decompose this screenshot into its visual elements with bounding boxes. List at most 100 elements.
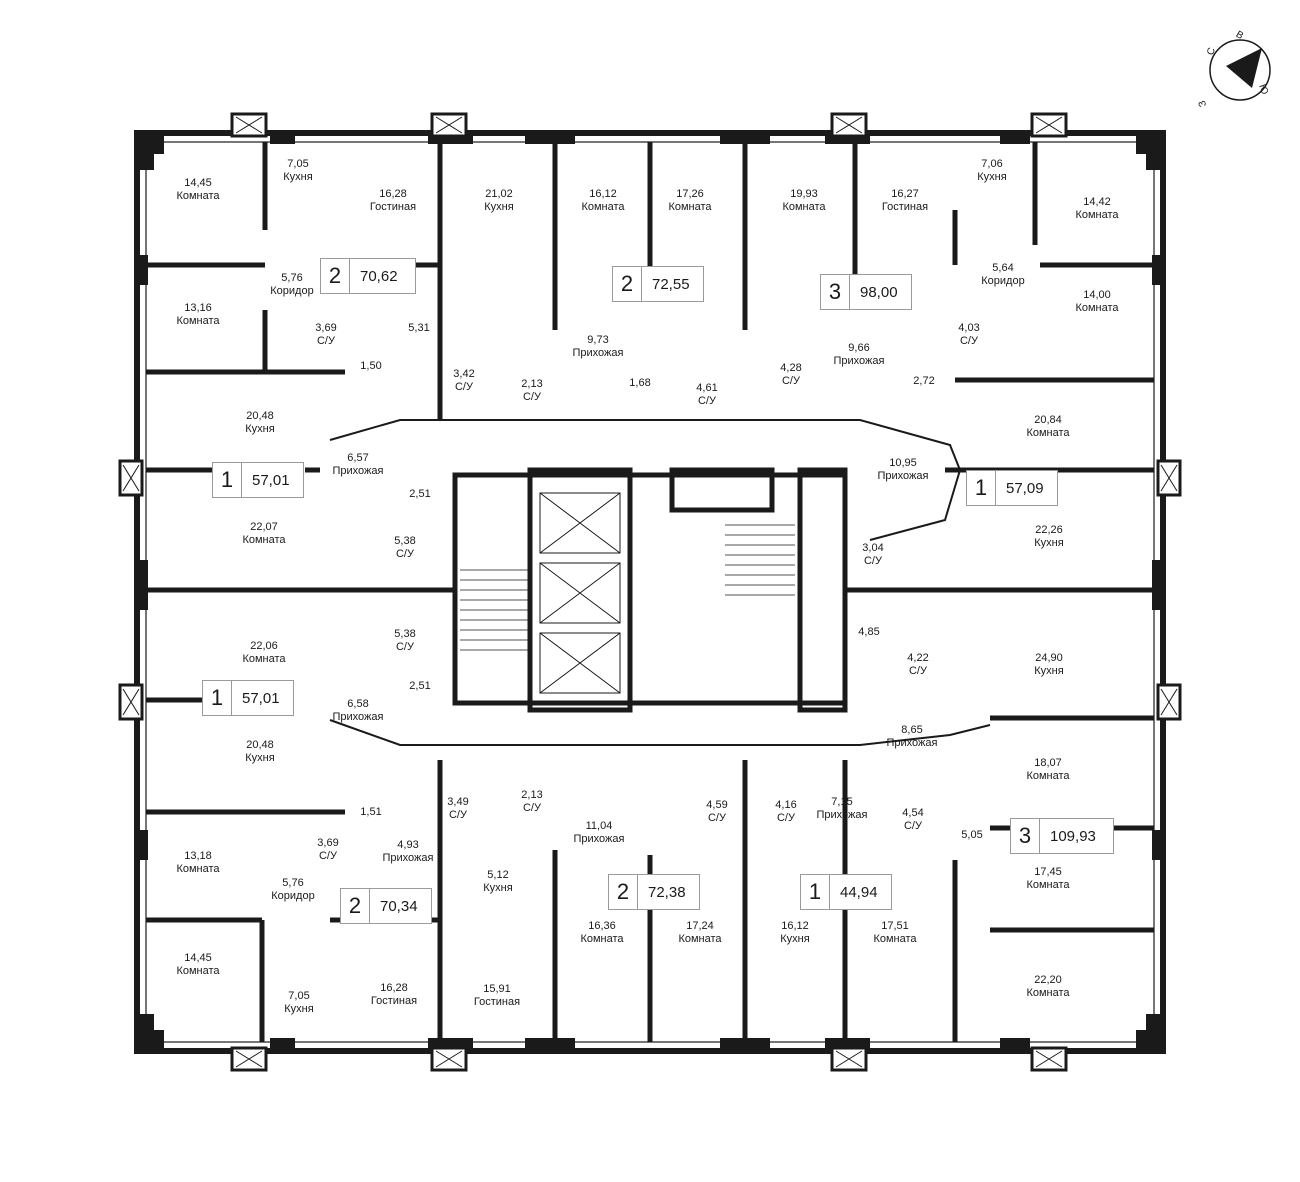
interior-walls [146,142,1154,1042]
apartment-rooms: 2 [609,875,638,909]
apartment-label: 1 57,09 [966,470,1058,506]
apartment-area: 109,93 [1050,827,1096,845]
apartment-rooms: 2 [341,889,370,923]
lift-shafts [539,492,621,694]
apartment-rooms: 3 [1011,819,1040,853]
room-label: 2,72 [913,375,935,387]
apartment-rooms: 1 [801,875,830,909]
room-label: 1,68 [629,377,651,389]
apartment-area: 57,09 [1006,479,1044,497]
apartment-label: 3 109,93 [1010,818,1114,854]
apartment-area: 98,00 [860,283,898,301]
stair-treads [460,524,795,651]
apartment-label: 2 72,55 [612,266,704,302]
apartment-rooms: 2 [613,267,642,301]
room-label: 1,50 [360,360,382,372]
room-label: 4,85 [858,626,880,638]
vent-box-crosses [122,116,1178,1068]
apartment-label: 1 57,01 [202,680,294,716]
apartment-label: 2 70,62 [320,258,416,294]
apartment-area: 57,01 [242,689,280,707]
apartment-area: 57,01 [252,471,290,489]
compass-icon [1209,39,1271,101]
room-label: 5,05 [961,829,983,841]
room-label: 2,51 [409,488,431,500]
apartment-rooms: 1 [967,471,996,505]
apartment-label: 3 98,00 [820,274,912,310]
apartment-rooms: 2 [321,259,350,293]
apartment-label: 2 72,38 [608,874,700,910]
corridor-outline [329,419,991,746]
apartment-label: 2 70,34 [340,888,432,924]
room-label: 5,31 [408,322,430,334]
apartment-area: 72,38 [648,883,686,901]
apartment-area: 44,94 [840,883,878,901]
apartment-area: 70,34 [380,897,418,915]
apartment-label: 1 44,94 [800,874,892,910]
room-label: 2,51 [409,680,431,692]
apartment-label: 1 57,01 [212,462,304,498]
apartment-rooms: 1 [203,681,232,715]
apartment-rooms: 1 [213,463,242,497]
room-label: 1,51 [360,806,382,818]
